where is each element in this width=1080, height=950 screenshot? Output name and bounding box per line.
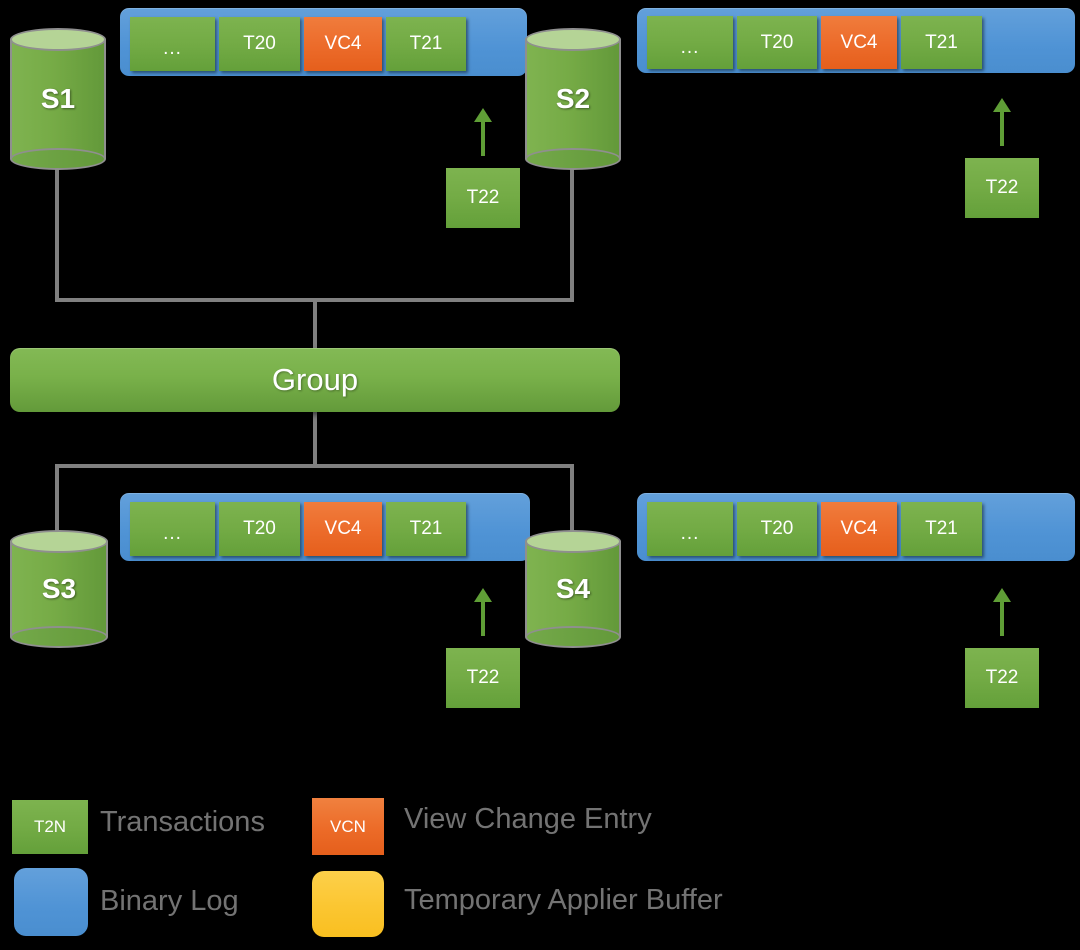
applier-arrow-icon [991,98,1013,146]
cylinder-body [10,39,106,159]
binary-log-s4[interactable]: ... T20 VC4 T21 [637,493,1075,561]
connector-bus-to-group [313,298,317,350]
log-entry[interactable]: T21 [901,502,982,556]
log-entry[interactable]: T21 [901,16,982,69]
legend-swatch-binary-log [14,868,88,936]
server-label: S3 [41,573,77,604]
applier-arrow-icon [472,588,494,636]
log-entry[interactable]: VC4 [304,17,382,71]
pending-transaction-box[interactable]: T22 [446,168,520,228]
cylinder-top [525,28,621,51]
binary-log-s3[interactable]: ... T20 VC4 T21 [120,493,530,561]
pending-transaction-box[interactable]: T22 [965,158,1039,218]
log-entry[interactable]: VC4 [304,502,382,556]
connector-s1-down [55,168,59,302]
log-entry[interactable]: T20 [737,16,817,69]
cylinder-bottom [10,626,108,648]
log-entry[interactable]: ... [130,17,215,71]
server-label: S1 [40,83,76,114]
server-label: S2 [555,83,591,114]
legend-label-transactions: Transactions [100,806,265,838]
binary-log-s1[interactable]: ... T20 VC4 T21 [120,8,527,76]
cylinder-top [10,530,108,553]
server-node-s2[interactable]: S2 [525,28,621,170]
group-box[interactable]: Group [10,348,620,412]
log-entry[interactable]: T21 [386,17,466,71]
cylinder-body [525,39,621,159]
pending-transaction-box[interactable]: T22 [446,648,520,708]
group-label: Group [271,362,359,397]
cylinder-top [525,530,621,553]
connector-bottom-bus [55,464,574,468]
cylinder-body [10,541,108,637]
legend-swatch-applier-buffer [312,871,384,937]
log-entry[interactable]: T20 [737,502,817,556]
server-label: S4 [555,573,591,604]
pending-transaction-box[interactable]: T22 [965,648,1039,708]
cylinder-body [525,541,621,637]
legend-label-binary-log: Binary Log [100,885,239,917]
log-entry[interactable]: T20 [219,17,300,71]
legend-label-view-change-entry: View Change Entry [404,803,652,835]
log-entry[interactable]: T20 [219,502,300,556]
server-node-s4[interactable]: S4 [525,530,621,648]
connector-group-to-bus [313,410,317,466]
server-node-s3[interactable]: S3 [10,530,108,648]
legend-swatch-label: T2N [33,817,67,836]
log-entry[interactable]: T21 [386,502,466,556]
binary-log-s2[interactable]: ... T20 VC4 T21 [637,8,1075,73]
connector-s2-down [570,168,574,302]
log-entry[interactable]: ... [647,502,733,556]
legend-swatch-view-change-entry: VCN [312,798,384,855]
server-node-s1[interactable]: S1 [10,28,106,170]
cylinder-bottom [10,148,106,170]
cylinder-top [10,28,106,51]
log-entry[interactable]: VC4 [821,16,897,69]
applier-arrow-icon [472,108,494,156]
connector-s3-up [55,464,59,534]
applier-arrow-icon [991,588,1013,636]
legend-label-applier-buffer: Temporary Applier Buffer [404,884,723,916]
legend-swatch-label: VCN [330,816,366,836]
cylinder-bottom [525,148,621,170]
legend-swatch-transactions: T2N [12,800,88,854]
log-entry[interactable]: VC4 [821,502,897,556]
cylinder-bottom [525,626,621,648]
log-entry[interactable]: ... [647,16,733,69]
connector-s4-up [570,464,574,534]
log-entry[interactable]: ... [130,502,215,556]
